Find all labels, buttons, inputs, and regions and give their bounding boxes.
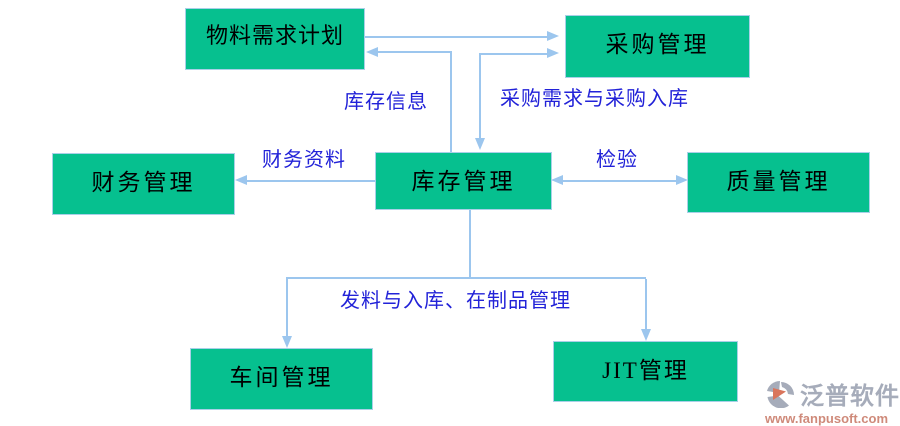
arrowhead-right-icon (547, 48, 559, 58)
arrowhead-right-icon (547, 31, 559, 41)
edge-inventory-branch-line (286, 277, 646, 279)
node-quality-management: 质量管理 (687, 152, 870, 213)
edge-label-inspection: 检验 (596, 149, 638, 171)
arrowhead-left-icon (235, 175, 247, 185)
node-material-requirements-planning: 物料需求计划 (185, 8, 365, 70)
edge-label-issue-receipt-wip: 发料与入库、在制品管理 (340, 290, 571, 312)
arrowhead-down-icon (475, 138, 485, 150)
fanpu-logo-icon (767, 380, 794, 408)
arrowhead-down-icon (641, 329, 651, 341)
edge-mrp-to-purchase-line (365, 36, 547, 38)
edge-inventory-to-mrp-line-v (450, 51, 452, 152)
node-inventory-management: 库存管理 (375, 152, 552, 210)
node-finance-management: 财务管理 (52, 153, 235, 215)
node-purchase-management: 采购管理 (565, 15, 750, 78)
edge-branch-to-workshop-line (286, 279, 288, 337)
watermark-brand-text: 泛普软件 (800, 383, 900, 410)
node-workshop-management: 车间管理 (190, 348, 373, 410)
node-jit-management: JIT管理 (553, 341, 738, 402)
edge-label-inventory-info: 库存信息 (344, 91, 428, 113)
watermark-url-text: www.fanpusoft.com (765, 411, 889, 426)
arrowhead-left-icon (366, 47, 378, 57)
edge-inventory-to-mrp-line-h (378, 51, 451, 53)
arrowhead-down-icon (282, 336, 292, 348)
edge-inventory-down-stem (469, 210, 471, 278)
edge-inventory-to-finance-line (247, 180, 375, 182)
edge-label-purchase-demand: 采购需求与采购入库 (500, 88, 689, 110)
edge-branch-to-jit-line (645, 279, 647, 330)
arrowhead-right-icon (676, 175, 688, 185)
arrowhead-left-icon (551, 175, 563, 185)
edge-inventory-quality-line (563, 180, 677, 182)
watermark: 泛普软件 www.fanpusoft.com (765, 376, 900, 426)
edge-label-finance-data: 财务资料 (262, 149, 346, 171)
edge-inventory-purchase-line-h (481, 53, 547, 55)
edge-inventory-purchase-line-v (479, 53, 481, 139)
